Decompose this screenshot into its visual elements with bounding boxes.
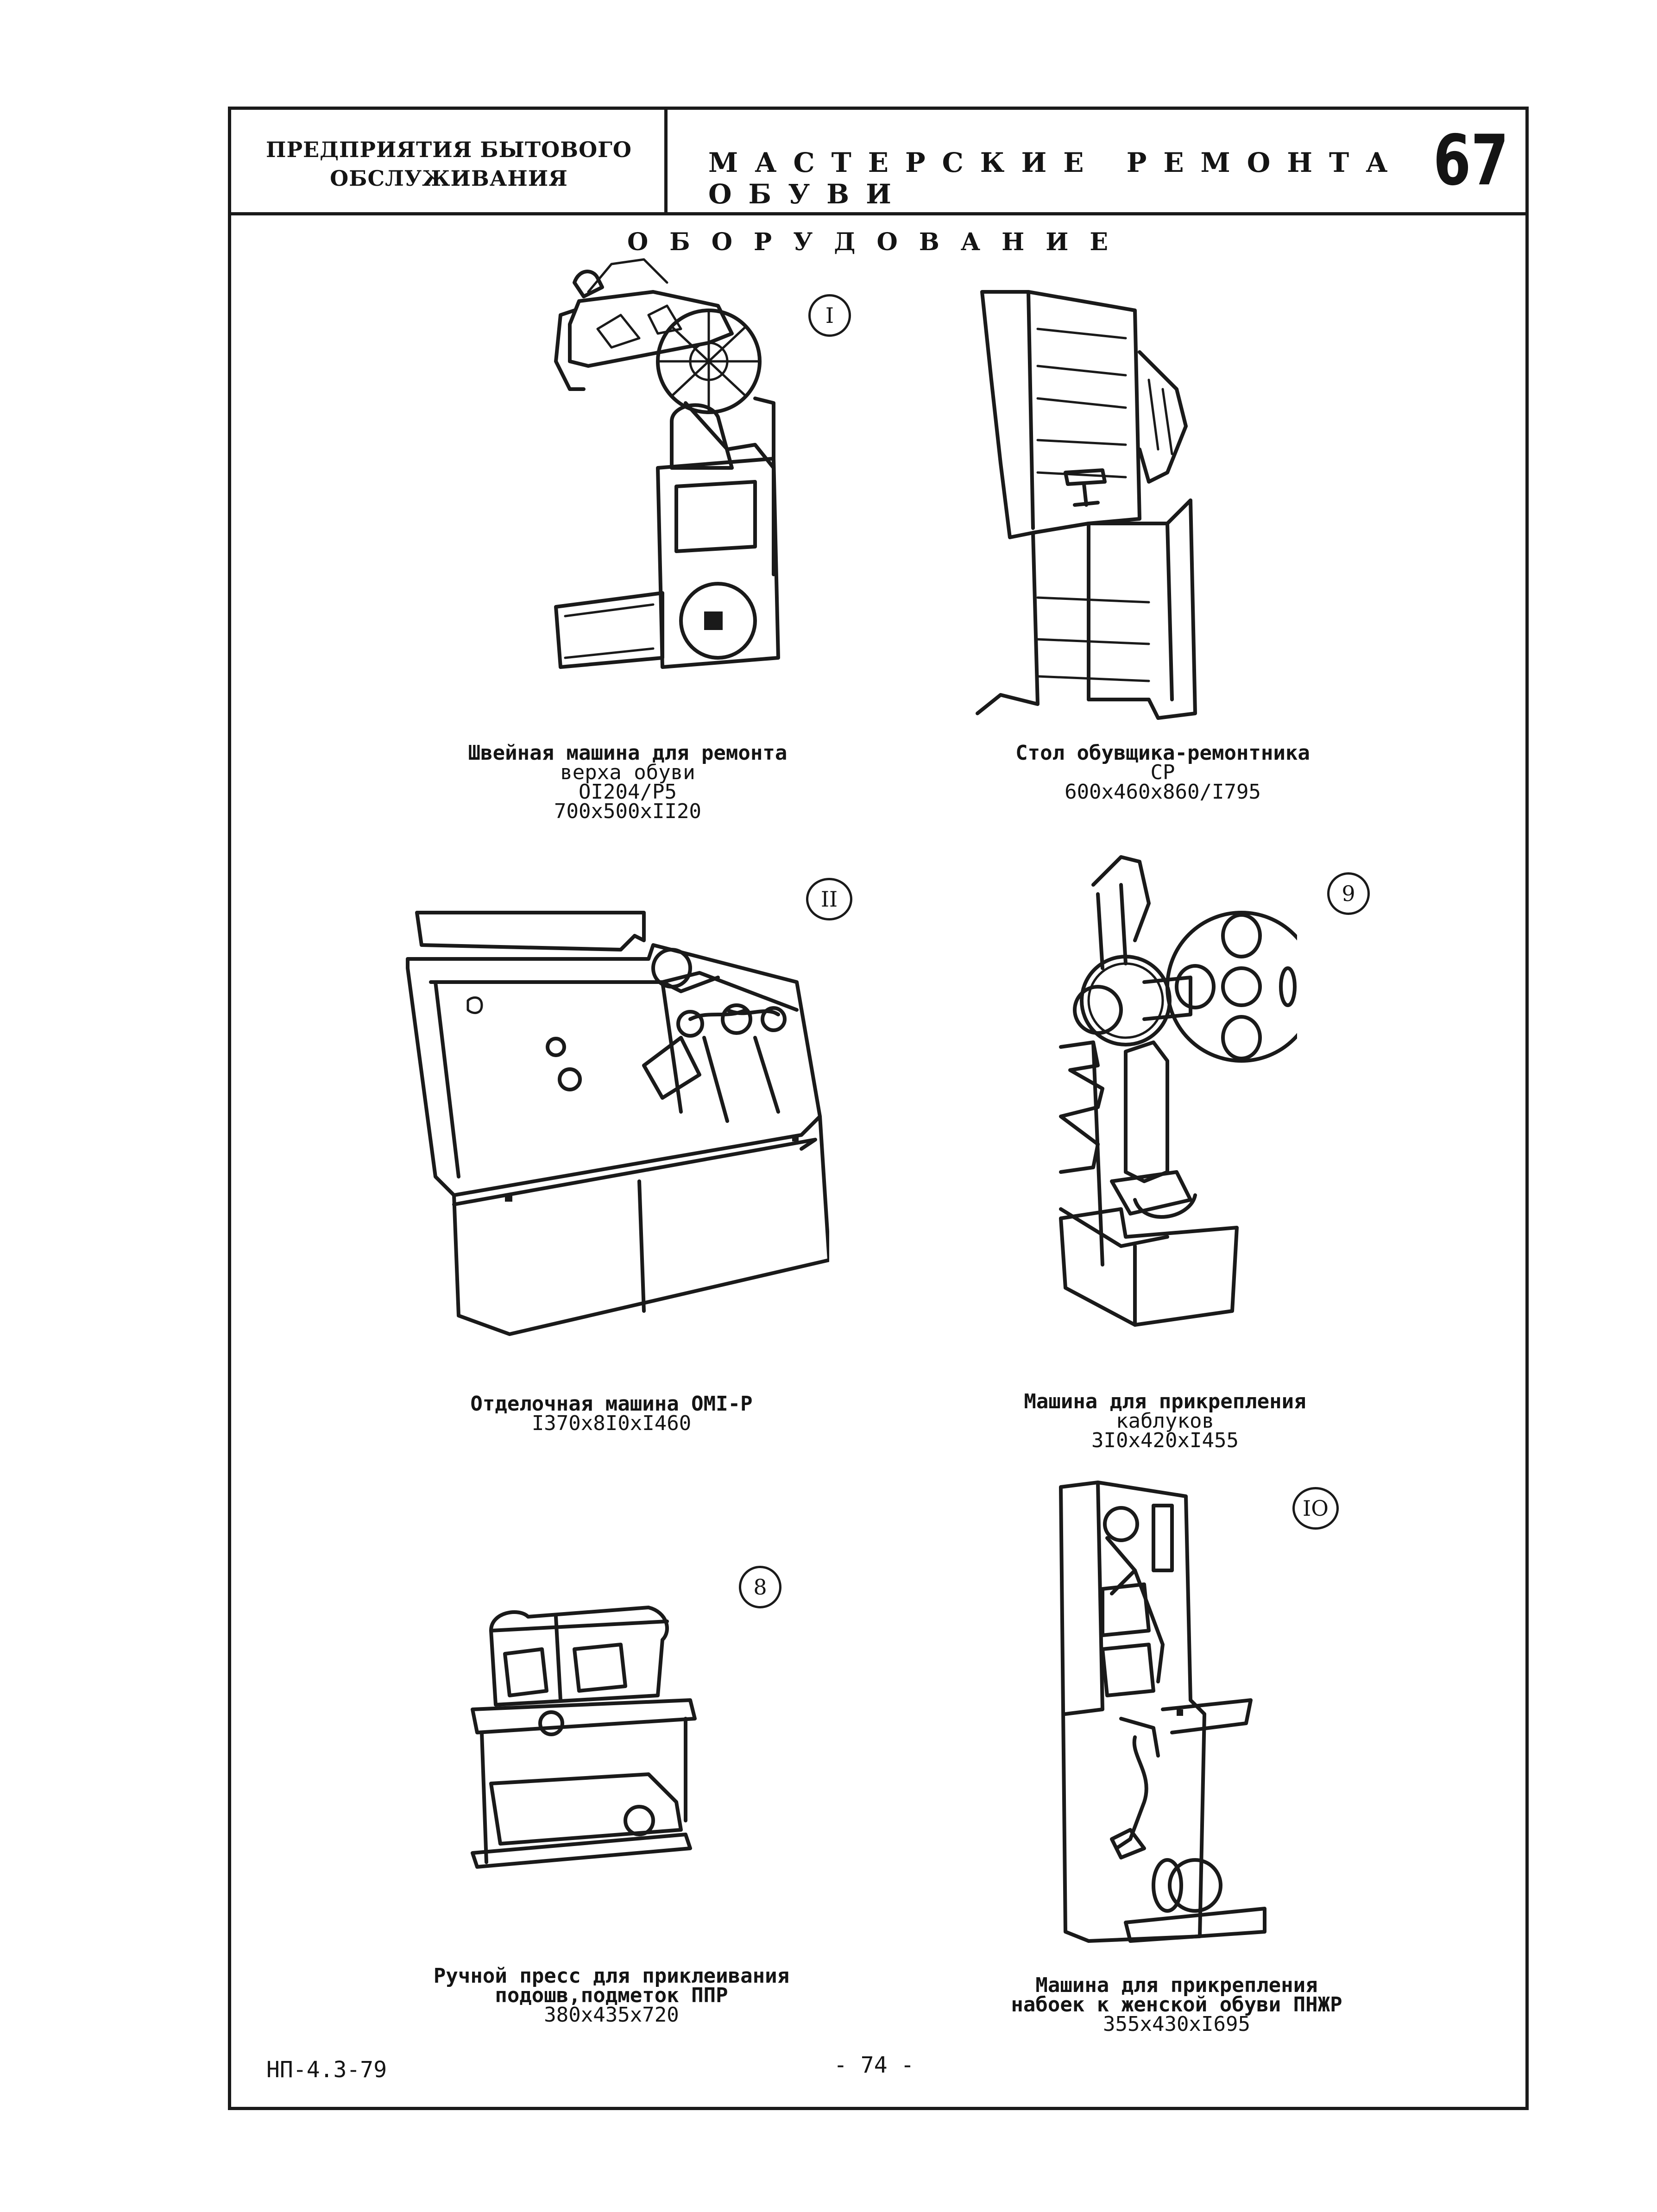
item-number-badge: IO	[1292, 1487, 1339, 1530]
heel-attaching-machine-illustration	[1052, 848, 1297, 1330]
item-number-badge: II	[806, 878, 852, 920]
caption-sewing-machine: Швейная машина для ремонта верха обуви O…	[431, 741, 825, 823]
item-number-badge: I	[808, 294, 851, 337]
sheet-number: 67	[1433, 120, 1509, 201]
org-line-2: ОБСЛУЖИВАНИЯ	[330, 166, 568, 191]
caption-line: набоек к женской обуви ПНЖР	[1011, 1993, 1342, 2017]
organization-name: ПРЕДПРИЯТИЯ БЫТОВОГО ОБСЛУЖИВАНИЯ	[240, 135, 657, 193]
caption-line: каблуков	[1116, 1409, 1214, 1433]
caption-line: Стол обувщика-ремонтника	[1015, 741, 1310, 765]
header: ПРЕДПРИЯТИЯ БЫТОВОГО ОБСЛУЖИВАНИЯ МАСТЕР…	[231, 110, 1525, 215]
caption-line: Ручной пресс для приклеивания	[433, 1964, 790, 1988]
caption-line: I370x8I0xI460	[531, 1412, 692, 1435]
caption-finishing-machine: Отделочная машина OMI-P I370x8I0xI460	[408, 1392, 815, 1435]
header-divider	[664, 110, 668, 212]
caption-cobbler-table: Стол обувщика-ремонтника CP 600x460x860/…	[964, 741, 1362, 804]
caption-line: Швейная машина для ремонта	[468, 741, 788, 765]
page-frame: ПРЕДПРИЯТИЯ БЫТОВОГО ОБСЛУЖИВАНИЯ МАСТЕР…	[228, 107, 1529, 2110]
caption-line: 600x460x860/I795	[1065, 780, 1261, 804]
caption-line: 700x500xII20	[554, 800, 701, 823]
caption-line: CP	[1150, 761, 1175, 784]
caption-hand-press: Ручной пресс для приклеивания подошв,под…	[394, 1966, 829, 2025]
heel-tip-machine-illustration	[1052, 1478, 1269, 1946]
caption-line: OI204/P5	[579, 780, 677, 804]
caption-line: подошв,подметок ППР	[495, 1984, 728, 2007]
caption-line: Машина для прикрепления	[1035, 1973, 1318, 1997]
caption-line: 355x430xI695	[1103, 2012, 1250, 2036]
caption-line: Машина для прикрепления	[1024, 1390, 1306, 1413]
document-code: НП-4.3-79	[266, 2057, 387, 2083]
caption-heel-attaching-machine: Машина для прикрепления каблуков 3I0x420…	[973, 1390, 1357, 1452]
caption-heel-tip-machine: Машина для прикрепления набоек к женской…	[982, 1973, 1371, 2036]
hand-press-illustration	[463, 1603, 704, 1872]
caption-line: 380x435x720	[544, 2003, 679, 2027]
section-title: ОБОРУДОВАНИЕ	[627, 228, 1130, 256]
caption-line: 3I0x420xI455	[1091, 1429, 1239, 1452]
item-number-badge: 8	[739, 1566, 781, 1608]
cobbler-table-illustration	[973, 287, 1223, 727]
page-number: - 74 -	[834, 2052, 914, 2078]
caption-line: верха обуви	[560, 761, 695, 784]
org-line-1: ПРЕДПРИЯТИЯ БЫТОВОГО	[266, 137, 632, 162]
caption-line: Отделочная машина OMI-P	[470, 1392, 753, 1416]
finishing-machine-illustration	[403, 899, 829, 1343]
sewing-machine-illustration	[533, 250, 792, 676]
header-title: МАСТЕРСКИЕ РЕМОНТА ОБУВИ	[708, 147, 1405, 210]
item-number-badge: 9	[1327, 872, 1370, 915]
